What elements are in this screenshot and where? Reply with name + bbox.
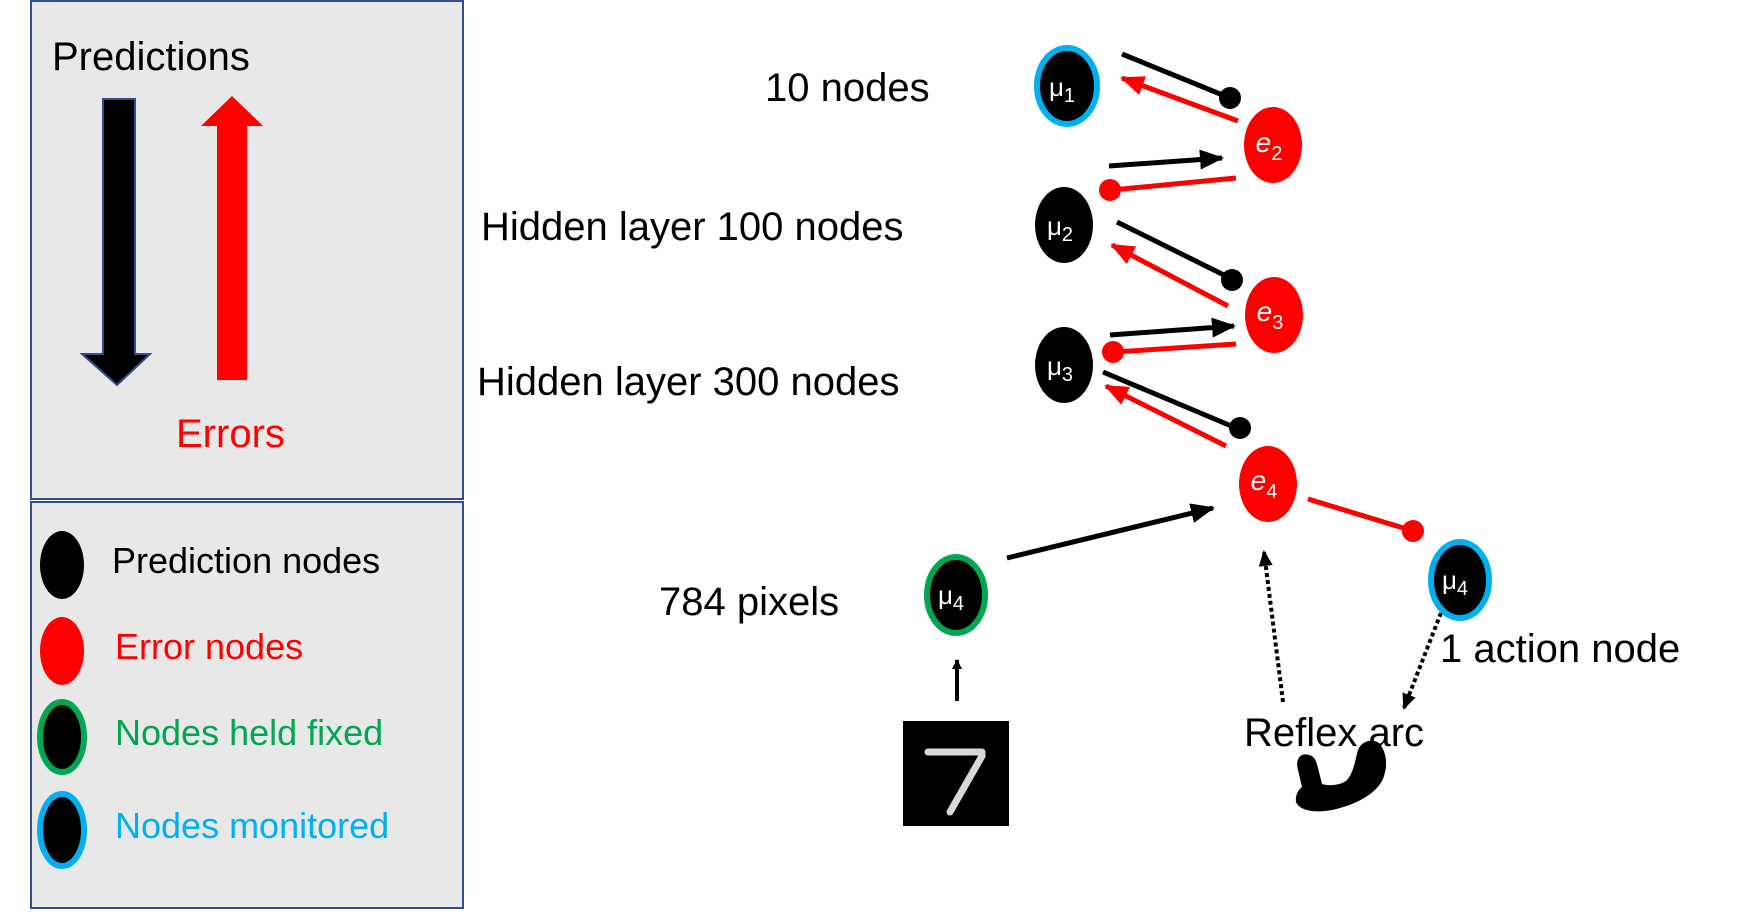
error-line-e2-mu2 bbox=[1111, 175, 1237, 193]
mu4-action-symbol: μ bbox=[1442, 565, 1457, 595]
predictions-down-arrow-icon bbox=[79, 98, 153, 387]
prediction-line-mu1-e2 bbox=[1121, 51, 1231, 101]
error-endpoint-dot bbox=[1099, 179, 1121, 201]
e2-subscript: 2 bbox=[1271, 143, 1282, 165]
mu4-input-held-fixed-node bbox=[924, 554, 988, 636]
e4-subscript: 4 bbox=[1266, 481, 1277, 503]
mu4-input-subscript: 4 bbox=[953, 593, 964, 615]
node-mu1: μ1 bbox=[1034, 45, 1100, 127]
legend-item-nodes-monitored: Nodes monitored bbox=[115, 805, 389, 846]
prediction-arrow-input-e4 bbox=[1006, 503, 1215, 561]
layer-label-784-pixels: 784 pixels bbox=[659, 580, 839, 624]
layer-label-10-nodes: 10 nodes bbox=[765, 66, 930, 110]
input-digit-image bbox=[903, 721, 1009, 826]
layer-label-hidden-300: Hidden layer 300 nodes bbox=[477, 360, 900, 404]
digit-seven-icon bbox=[924, 748, 986, 816]
errors-up-arrow-icon bbox=[201, 96, 263, 380]
prediction-endpoint-dot bbox=[1221, 269, 1243, 291]
legend-item-prediction-nodes: Prediction nodes bbox=[112, 540, 380, 581]
monitored-node-swatch-icon bbox=[37, 791, 87, 869]
mu3-subscript: 3 bbox=[1062, 364, 1073, 386]
legend-flow-panel: Predictions Errors bbox=[30, 0, 464, 500]
legend-nodes-panel: Prediction nodes Error nodes Nodes held … bbox=[30, 501, 464, 909]
prediction-endpoint-dot bbox=[1219, 87, 1241, 109]
mu4-action-monitored-node bbox=[1428, 539, 1492, 621]
reflex-arc-label: Reflex arc bbox=[1244, 711, 1424, 755]
e3-symbol: e bbox=[1257, 296, 1273, 327]
node-e3: e3 bbox=[1245, 277, 1303, 353]
node-mu4-action: μ4 bbox=[1428, 539, 1492, 621]
error-line-e4-action bbox=[1307, 496, 1411, 533]
node-mu2: μ2 bbox=[1035, 187, 1093, 263]
prediction-node-swatch-icon bbox=[40, 531, 84, 599]
error-arrow-e4-mu3 bbox=[1104, 383, 1228, 449]
legend-predictions-label: Predictions bbox=[52, 35, 250, 79]
e4-error-node bbox=[1239, 446, 1297, 522]
prediction-line-mu2-e3 bbox=[1115, 219, 1232, 281]
e4-symbol: e bbox=[1251, 465, 1267, 496]
e2-symbol: e bbox=[1256, 127, 1272, 158]
svg-text:e4: e4 bbox=[1251, 465, 1278, 503]
svg-text:μ4: μ4 bbox=[1442, 565, 1468, 600]
prediction-endpoint-dot bbox=[1229, 417, 1251, 439]
e3-error-node bbox=[1245, 277, 1303, 353]
prediction-line-mu3-e4 bbox=[1102, 369, 1237, 431]
mu3-symbol: μ bbox=[1047, 351, 1062, 381]
layer-label-action-node: 1 action node bbox=[1440, 627, 1680, 671]
svg-text:μ2: μ2 bbox=[1047, 211, 1073, 246]
error-arrow-e2-mu1 bbox=[1120, 75, 1239, 124]
svg-text:μ3: μ3 bbox=[1047, 351, 1073, 386]
node-e2: e2 bbox=[1244, 107, 1302, 183]
mu2-prediction-node bbox=[1035, 187, 1093, 263]
error-endpoint-dot bbox=[1102, 341, 1124, 363]
legend-errors-label: Errors bbox=[176, 412, 285, 456]
svg-text:μ1: μ1 bbox=[1049, 72, 1075, 107]
node-e4: e4 bbox=[1239, 446, 1297, 522]
legend-item-error-nodes: Error nodes bbox=[115, 626, 303, 667]
digit-image-background bbox=[903, 721, 1009, 826]
legend-nodes-box bbox=[30, 501, 464, 909]
e3-subscript: 3 bbox=[1272, 312, 1283, 334]
connections bbox=[952, 51, 1448, 710]
error-arrow-e3-mu2 bbox=[1110, 242, 1230, 309]
mu4-input-symbol: μ bbox=[938, 580, 953, 610]
error-endpoint-dot bbox=[1402, 520, 1424, 542]
e2-error-node bbox=[1244, 107, 1302, 183]
mu2-subscript: 2 bbox=[1062, 224, 1073, 246]
reflex-arc-arrow-from-action bbox=[1402, 599, 1448, 710]
mu1-monitored-node bbox=[1034, 45, 1100, 127]
mu2-symbol: μ bbox=[1047, 211, 1062, 241]
reflex-arc-arrow-to-e4 bbox=[1258, 550, 1285, 703]
mu3-prediction-node bbox=[1035, 327, 1093, 403]
legend-item-nodes-held-fixed: Nodes held fixed bbox=[115, 712, 383, 753]
error-line-e3-mu3 bbox=[1114, 341, 1237, 355]
mu4-action-subscript: 4 bbox=[1457, 578, 1468, 600]
node-mu4-input: μ4 bbox=[924, 554, 988, 636]
svg-text:μ4: μ4 bbox=[938, 580, 964, 615]
svg-text:e3: e3 bbox=[1257, 296, 1284, 334]
error-node-swatch-icon bbox=[40, 617, 84, 685]
flexed-arm-icon bbox=[1295, 740, 1387, 812]
mu1-symbol: μ bbox=[1049, 72, 1064, 102]
prediction-arrow-mu2-e2 bbox=[1108, 149, 1224, 170]
mu1-subscript: 1 bbox=[1064, 85, 1075, 107]
prediction-arrow-mu3-e3 bbox=[1109, 317, 1236, 338]
node-mu3: μ3 bbox=[1035, 327, 1093, 403]
svg-text:e2: e2 bbox=[1256, 127, 1283, 165]
layer-label-hidden-100: Hidden layer 100 nodes bbox=[481, 205, 904, 249]
held-fixed-node-swatch-icon bbox=[37, 699, 87, 775]
